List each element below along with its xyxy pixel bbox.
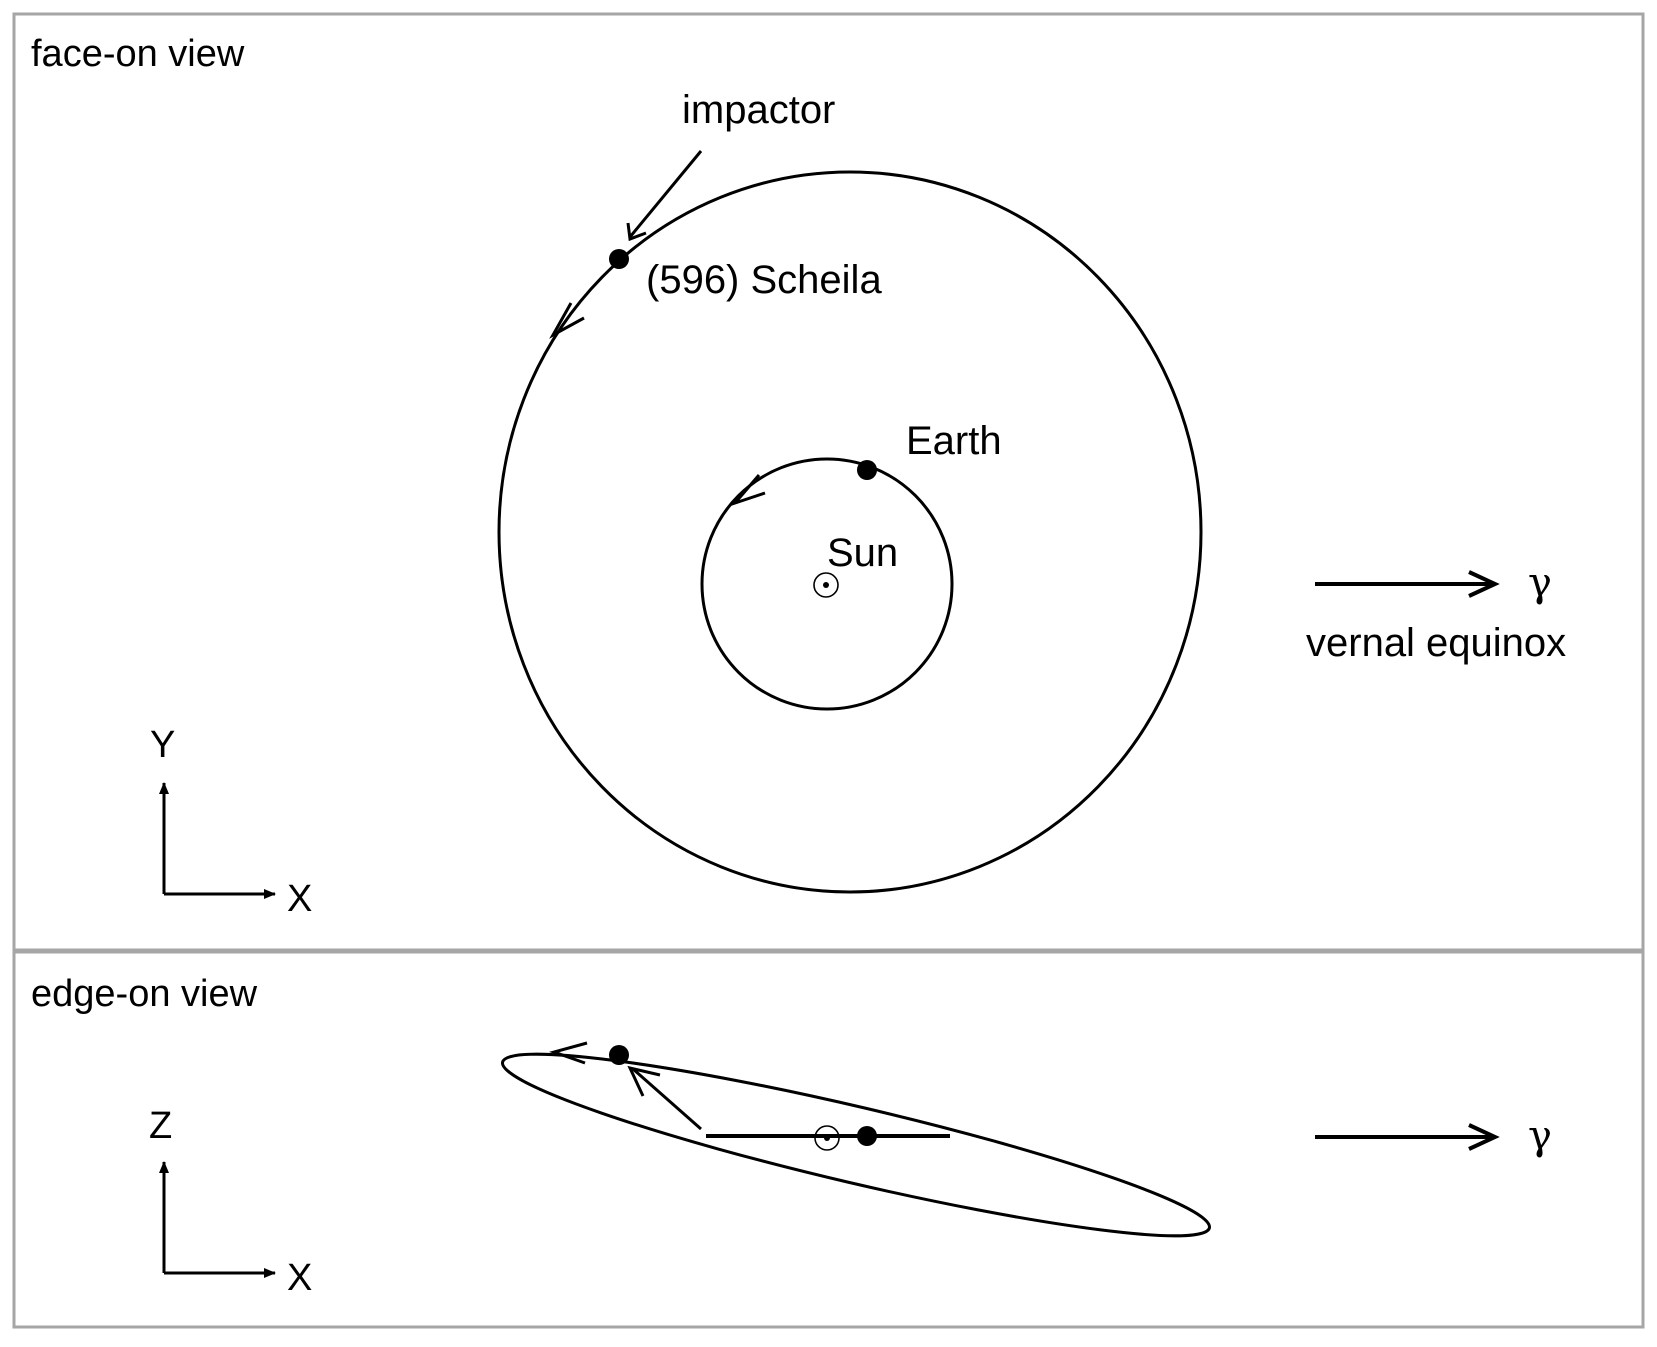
earth-dot [857,460,877,480]
impactor-arrow-edge-shaft [632,1067,702,1131]
sun-symbol-ring [813,572,839,598]
sun-symbol-dot-edge [824,1135,830,1141]
z-axis-label: Z [149,1105,172,1147]
impactor-label: impactor [682,88,835,132]
sun-symbol-dot [823,582,829,588]
equinox-arrow-edge-head [1468,1123,1500,1151]
scheila-orbit [497,170,1203,894]
earth-dot-edge [857,1126,877,1146]
gamma-symbol: γ [1528,560,1552,606]
sun-symbol-ring-edge [814,1125,840,1151]
scheila-dot-edge [609,1045,629,1065]
x-axis-label: X [287,878,312,920]
scheila-dot [609,249,629,269]
x-axis-label-edge: X [287,1257,312,1299]
edge-on-panel-frame [12,950,1645,1329]
face-on-title: face-on view [31,33,245,75]
face-on-panel-frame [12,12,1645,952]
edge-on-title: edge-on view [31,973,258,1015]
scheila-orbit-edge [500,1052,1212,1238]
impactor-arrow-shaft [628,150,703,238]
scheila-orbit-direction-arrow [549,302,585,339]
earth-orbit-direction-arrow [730,474,766,507]
sun-label: Sun [827,531,898,575]
earth-label: Earth [906,419,1002,463]
gamma-symbol-edge: γ [1528,1113,1552,1159]
scheila-label: (596) Scheila [646,258,882,302]
vernal-equinox-label: vernal equinox [1306,621,1566,665]
earth-orbit [700,457,954,711]
scheila-orbit-edge-direction-arrow [548,1041,588,1065]
equinox-arrow-head [1468,570,1500,598]
impactor-arrow-head [626,222,647,242]
y-axis-label: Y [150,724,175,766]
impactor-arrow-edge-head [627,1065,661,1097]
